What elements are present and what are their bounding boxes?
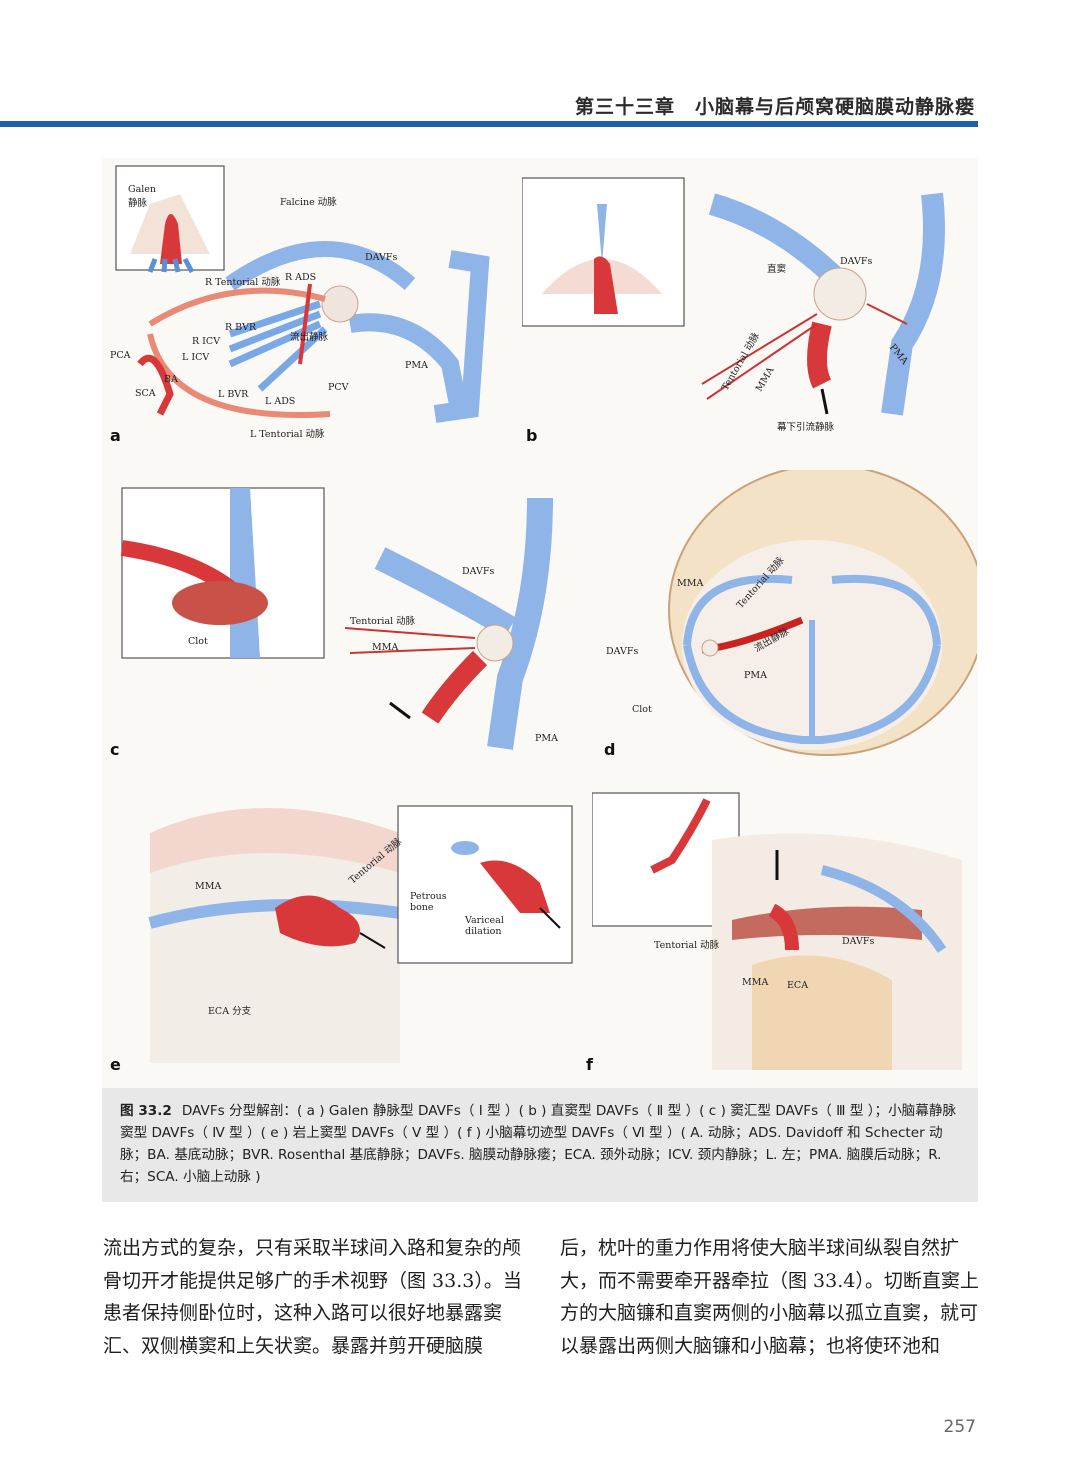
header-rule xyxy=(0,121,978,127)
label-tentorial-artery: Tentorial 动脉 xyxy=(654,940,720,951)
label-outflow-vein: 流出静脉 xyxy=(290,332,329,343)
panel-c-illustration xyxy=(120,487,553,750)
panel-b: 直窦 DAVFs Tentorial 动脉 MMA PMA 幕下引流静脉 b xyxy=(522,164,972,454)
label-mma: MMA xyxy=(372,642,399,653)
panel-d: MMA Tentorial 动脉 DAVFs 流出静脉 PMA Clot d xyxy=(592,470,977,770)
panel-c: Clot DAVFs Tentorial 动脉 MMA PMA c xyxy=(110,478,570,768)
label-straight-sinus: 直窦 xyxy=(767,264,787,275)
body-text-left-column: 流出方式的复杂，只有采取半球间入路和复杂的颅骨切开才能提供足够广的手术视野（图 … xyxy=(103,1237,522,1357)
label-l-tentorial-artery: L Tentorial 动脉 xyxy=(250,429,325,440)
label-mma: MMA xyxy=(677,578,704,589)
panel-e-letter: e xyxy=(110,1055,121,1074)
panel-f: Tentorial 动脉 DAVFs MMA ECA f xyxy=(586,790,977,1078)
label-l-ads: L ADS xyxy=(265,396,296,407)
panel-b-illustration xyxy=(522,177,945,416)
page-number: 257 xyxy=(943,1417,976,1437)
label-eca-branch: ECA 分支 xyxy=(208,1006,252,1017)
label-petrous-bone: Petrous bone xyxy=(410,891,447,913)
panel-a-letter: a xyxy=(110,426,121,445)
label-eca: ECA xyxy=(787,980,809,991)
label-clot: Clot xyxy=(632,704,652,715)
label-pcv: PCV xyxy=(328,382,349,393)
label-l-icv: L ICV xyxy=(182,352,210,363)
label-tentorial-artery: Tentorial 动脉 xyxy=(350,616,416,627)
label-davfs: DAVFs xyxy=(606,646,639,657)
label-mma: MMA xyxy=(742,977,769,988)
label-sca: SCA xyxy=(135,388,156,399)
label-r-icv: R ICV xyxy=(192,336,221,347)
caption-figure-label: 图 33.2 xyxy=(120,1103,172,1119)
label-pma: PMA xyxy=(405,360,428,371)
panel-d-letter: d xyxy=(604,740,616,759)
label-davfs: DAVFs xyxy=(840,256,873,267)
panel-c-letter: c xyxy=(110,740,120,759)
label-davfs: DAVFs xyxy=(365,252,398,263)
label-davfs: DAVFs xyxy=(842,936,875,947)
label-pma: PMA xyxy=(744,670,767,681)
label-falcine-artery: Falcine 动脉 xyxy=(280,197,337,208)
label-mma: MMA xyxy=(195,881,222,892)
label-infratentorial-drain: 幕下引流静脉 xyxy=(777,422,835,433)
label-pma: PMA xyxy=(535,733,558,744)
page-header-title: 第三十三章 小脑幕与后颅窝硬脑膜动静脉瘘 xyxy=(574,96,975,118)
panel-a-illustration xyxy=(115,165,490,423)
panel-b-letter: b xyxy=(526,426,538,445)
caption-text: DAVFs 分型解剖：( a ) Galen 静脉型 DAVFs（ Ⅰ 型 ）(… xyxy=(120,1103,957,1185)
label-ba: BA xyxy=(164,374,178,385)
label-r-tentorial-artery: R Tentorial 动脉 xyxy=(205,277,281,288)
figure-33-2: Galen 静脉 Falcine 动脉 DAVFs R Tentorial 动脉… xyxy=(102,158,978,1088)
label-l-bvr: L BVR xyxy=(218,389,249,400)
panel-f-illustration xyxy=(592,792,962,1070)
label-davfs: DAVFs xyxy=(462,566,495,577)
panel-d-illustration xyxy=(668,470,977,756)
label-galen-vein: Galen 静脉 xyxy=(128,184,157,209)
panel-e-illustration xyxy=(148,805,573,1063)
label-pca: PCA xyxy=(110,350,131,361)
panel-e: MMA Tentorial 动脉 ECA 分支 Petrous bone Var… xyxy=(110,793,580,1078)
label-r-ads: R ADS xyxy=(285,272,317,283)
panel-a: Galen 静脉 Falcine 动脉 DAVFs R Tentorial 动脉… xyxy=(110,164,510,454)
label-clot: Clot xyxy=(188,636,208,647)
label-variceal-dilation: Variceal dilation xyxy=(465,915,504,937)
body-text-right-column: 后，枕叶的重力作用将使大脑半球间纵裂自然扩大，而不需要牵开器牵拉（图 33.4）… xyxy=(560,1237,979,1357)
panel-f-letter: f xyxy=(586,1055,593,1074)
label-r-bvr: R BVR xyxy=(225,322,257,333)
